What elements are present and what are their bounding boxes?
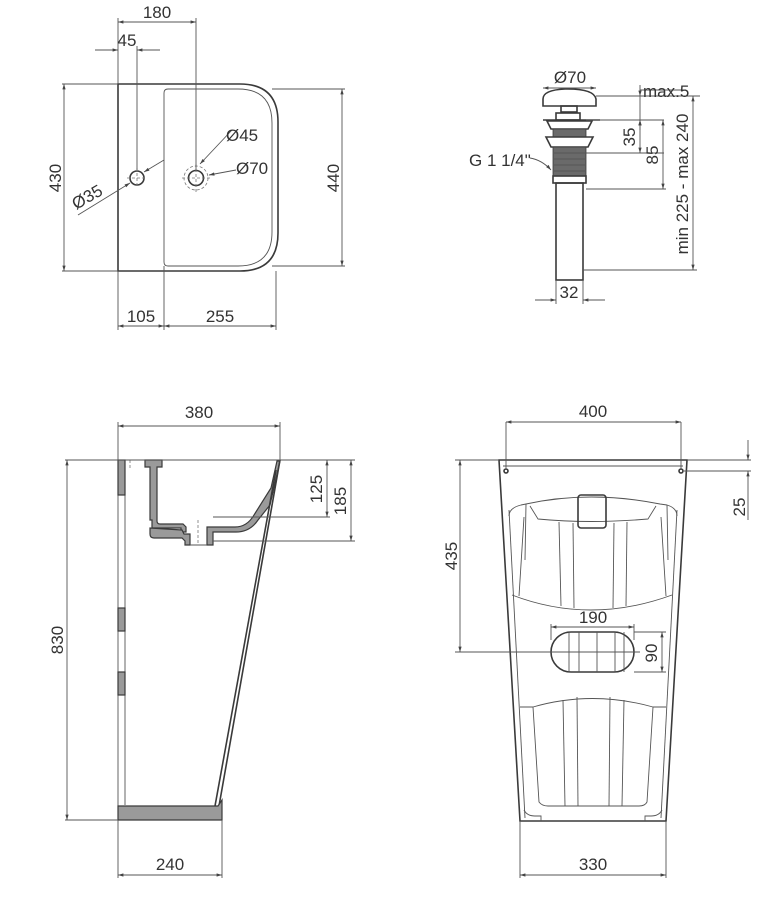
dim-180-label: 180 xyxy=(143,3,171,22)
dim-330-label: 330 xyxy=(579,855,607,874)
dim-440-label: 440 xyxy=(324,164,343,192)
drain-dim-max5-label: max.5 xyxy=(643,82,689,101)
pedestal-base-section xyxy=(117,798,223,821)
bowl-section xyxy=(144,459,187,533)
dim-185-label: 185 xyxy=(331,487,350,515)
dim-90-label: 90 xyxy=(642,644,661,663)
dim-45-label: 45 xyxy=(118,31,137,50)
dim-105-label: 105 xyxy=(127,307,155,326)
dim-435-label: 435 xyxy=(442,542,461,570)
drain-view: Ø70 max.5 35 85 min 225 - max 240 G 1 1/… xyxy=(469,68,700,304)
drain-dim-d70-label: Ø70 xyxy=(554,68,586,87)
drain-dim-range-label: min 225 - max 240 xyxy=(673,114,692,255)
dim-25-label: 25 xyxy=(730,498,749,517)
drain-dim-85-label: 85 xyxy=(643,146,662,165)
dim-d45-label: Ø45 xyxy=(226,126,258,145)
basin-outline xyxy=(117,83,279,272)
drain-thread xyxy=(552,146,587,177)
back-wall-section xyxy=(117,459,126,496)
pedestal-rear-outline xyxy=(498,459,688,822)
drain-dim-32-label: 32 xyxy=(560,283,579,302)
drain-access-block xyxy=(577,494,607,529)
dim-255-label: 255 xyxy=(206,307,234,326)
drain-cap xyxy=(542,88,597,107)
dim-240-label: 240 xyxy=(156,855,184,874)
dim-380-label: 380 xyxy=(185,403,213,422)
pedestal-front-edge xyxy=(218,459,281,807)
bowl-inner-outline xyxy=(163,88,273,267)
drain-dim-35-label: 35 xyxy=(620,128,639,147)
top-view: 180 45 430 440 Ø35 Ø45 Ø70 105 255 xyxy=(46,3,345,330)
drain-tailpipe xyxy=(555,182,584,281)
dim-d35-label: Ø35 xyxy=(69,181,106,214)
dim-830-label: 830 xyxy=(48,626,67,654)
dim-430-label: 430 xyxy=(46,164,65,192)
dim-190-label: 190 xyxy=(579,608,607,627)
side-section-view: 380 125 185 830 240 xyxy=(48,403,355,878)
rear-view: 400 25 435 190 90 330 xyxy=(442,402,751,878)
dim-d70-label: Ø70 xyxy=(236,159,268,178)
drain-thread-label: G 1 1/4" xyxy=(469,151,531,170)
dim-400-label: 400 xyxy=(579,402,607,421)
dim-125-label: 125 xyxy=(307,475,326,503)
drain-hole-icon xyxy=(187,169,205,187)
